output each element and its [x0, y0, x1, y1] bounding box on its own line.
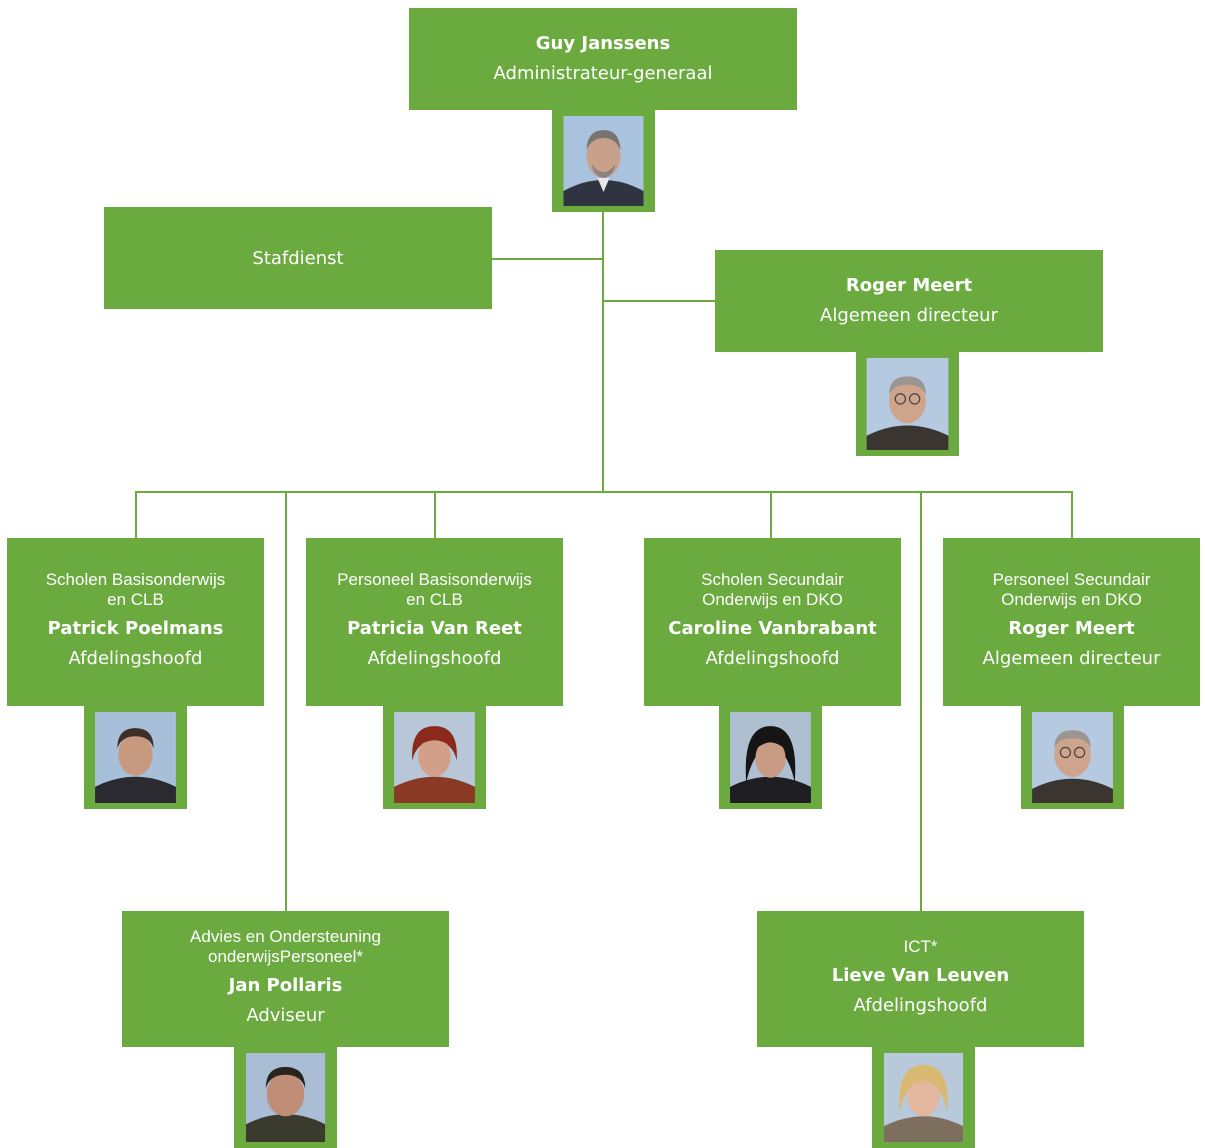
portrait-photo-man-dark-hair	[245, 1053, 326, 1142]
connector-line	[135, 491, 137, 538]
person-role: Algemeen directeur	[982, 648, 1161, 669]
node-top-administrator: Guy Janssens Administrateur-generaal	[409, 8, 797, 110]
connector-line	[492, 258, 603, 260]
connector-line	[920, 491, 922, 912]
person-role: Administrateur-generaal	[493, 63, 713, 84]
department-label: Advies en Ondersteuning onderwijsPersone…	[190, 927, 381, 966]
portrait-photo-man-grey-hair-beard	[563, 116, 644, 206]
photo-frame	[383, 704, 486, 809]
connector-line	[602, 210, 604, 492]
person-name: Patricia Van Reet	[347, 618, 522, 639]
person-name: Roger Meert	[845, 275, 973, 296]
department-label: Personeel Secundair Onderwijs en DKO	[992, 570, 1151, 609]
person-role: Algemeen directeur	[820, 305, 998, 326]
portrait-photo-woman-dark-hair	[730, 712, 811, 803]
person-role: Afdelingshoofd	[68, 648, 203, 669]
connector-line	[434, 491, 436, 538]
node-advice-support: Advies en Ondersteuning onderwijsPersone…	[122, 911, 449, 1047]
person-name: Lieve Van Leuven	[831, 965, 1010, 986]
node-ict: ICT* Lieve Van Leuven Afdelingshoofd	[757, 911, 1084, 1047]
portrait-photo-man-glasses	[866, 358, 949, 450]
photo-frame	[719, 704, 822, 809]
person-name: Roger Meert	[1008, 618, 1135, 639]
photo-frame	[84, 704, 187, 809]
photo-frame	[234, 1045, 337, 1148]
person-name: Guy Janssens	[535, 33, 671, 54]
photo-frame	[856, 350, 959, 456]
department-label: Personeel Basisonderwijs en CLB	[337, 570, 532, 609]
node-department-personeel-basisonderwijs: Personeel Basisonderwijs en CLB Patricia…	[306, 538, 563, 706]
portrait-photo-man-glasses	[1032, 712, 1113, 803]
person-name: Jan Pollaris	[228, 975, 343, 996]
person-name: Patrick Poelmans	[47, 618, 224, 639]
department-label: ICT*	[903, 937, 938, 956]
person-role: Adviseur	[246, 1005, 325, 1026]
portrait-photo-man	[95, 712, 176, 803]
node-department-scholen-basisonderwijs: Scholen Basisonderwijs en CLB Patrick Po…	[7, 538, 264, 706]
connector-line	[603, 300, 715, 302]
node-general-director: Roger Meert Algemeen directeur	[715, 250, 1103, 352]
person-role: Afdelingshoofd	[705, 648, 840, 669]
photo-frame	[872, 1045, 975, 1148]
portrait-photo-woman-red-hair	[394, 712, 475, 803]
node-staff-service: Stafdienst	[104, 207, 492, 309]
node-department-scholen-secundair: Scholen Secundair Onderwijs en DKO Carol…	[644, 538, 901, 706]
photo-frame	[1021, 704, 1124, 809]
person-role: Afdelingshoofd	[367, 648, 502, 669]
connector-line	[285, 491, 287, 912]
connector-line	[770, 491, 772, 538]
connector-line	[1071, 491, 1073, 538]
node-department-personeel-secundair: Personeel Secundair Onderwijs en DKO Rog…	[943, 538, 1200, 706]
department-label: Scholen Secundair Onderwijs en DKO	[701, 570, 844, 609]
person-role: Afdelingshoofd	[853, 995, 988, 1016]
department-label: Scholen Basisonderwijs en CLB	[45, 570, 226, 609]
photo-frame	[552, 108, 655, 212]
person-name: Caroline Vanbrabant	[668, 618, 877, 639]
unit-label: Stafdienst	[252, 247, 344, 269]
connector-line	[135, 491, 1072, 493]
portrait-photo-woman-blonde	[883, 1053, 964, 1142]
